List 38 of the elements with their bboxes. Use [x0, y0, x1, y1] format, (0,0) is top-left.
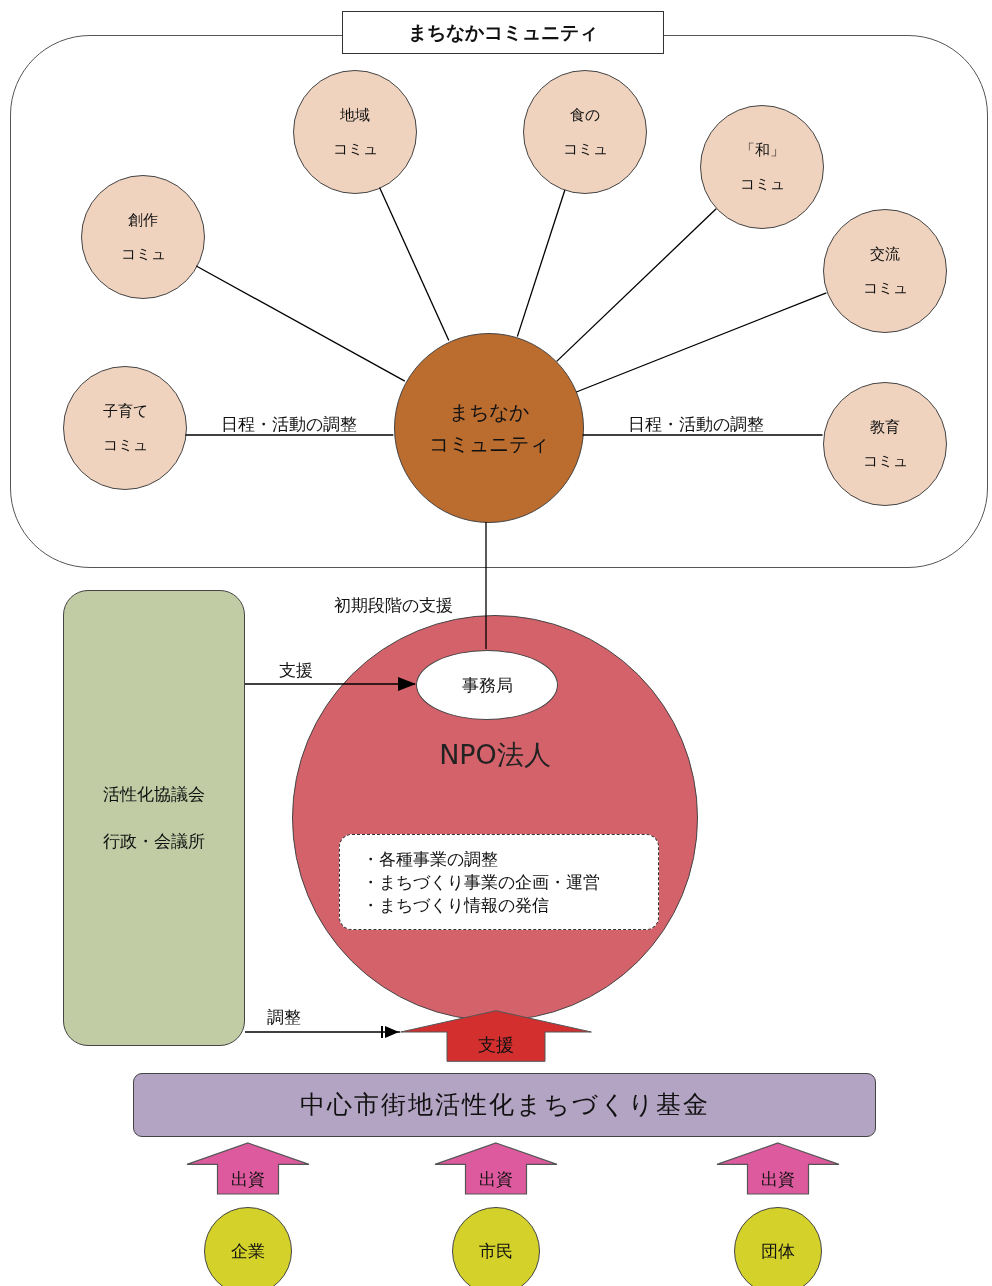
edge-label: 日程・活動の調整 [627, 414, 765, 434]
edge-label: 出資 [479, 1169, 513, 1190]
edge-label: 支援 [278, 660, 314, 680]
community-circle: 「和」 コミュ [700, 105, 824, 229]
arrow [244, 677, 416, 691]
heading-text: NPO法人 [438, 738, 552, 772]
connector-line [516, 189, 566, 338]
edge-label: 初期段階の支援 [333, 595, 454, 615]
connector-line [582, 434, 824, 436]
connector-line [575, 292, 827, 393]
connector-line [184, 434, 394, 436]
connector-line [378, 186, 450, 342]
investor-circle: 企業 [204, 1207, 292, 1286]
connector-line [485, 521, 487, 650]
block-arrow [434, 1142, 558, 1195]
edge-label: 日程・活動の調整 [220, 414, 358, 434]
community-circle: 交流 コミュ [823, 209, 947, 333]
fund-bar: 中心市街地活性化まちづくり基金 [133, 1073, 876, 1137]
connector-line [195, 265, 406, 382]
council-box: 活性化協議会 行政・会議所 [63, 590, 245, 1046]
hub-circle: まちなか コミュニティ [394, 333, 584, 523]
edge-label: 出資 [761, 1169, 795, 1190]
community-circle: 地域 コミュ [293, 70, 417, 194]
community-circle: 食の コミュ [523, 70, 647, 194]
community-circle: 創作 コミュ [81, 175, 205, 299]
office-ellipse: 事務局 [416, 650, 558, 720]
task-list-box: ・各種事業の調整 ・まちづくり事業の企画・運営 ・まちづくり情報の発信 [339, 834, 659, 930]
block-arrow [716, 1142, 840, 1195]
connector-line [556, 208, 717, 362]
community-circle: 教育 コミュ [823, 382, 947, 506]
community-circle: 子育て コミュ [63, 366, 187, 490]
investor-circle: 市民 [452, 1207, 540, 1286]
edge-label: 出資 [231, 1169, 265, 1190]
investor-circle: 団体 [734, 1207, 822, 1286]
block-arrow [186, 1142, 310, 1195]
edge-label: 調整 [266, 1007, 302, 1027]
block-arrow: 支援 [400, 1010, 592, 1062]
title-box: まちなかコミュニティ [342, 11, 664, 54]
